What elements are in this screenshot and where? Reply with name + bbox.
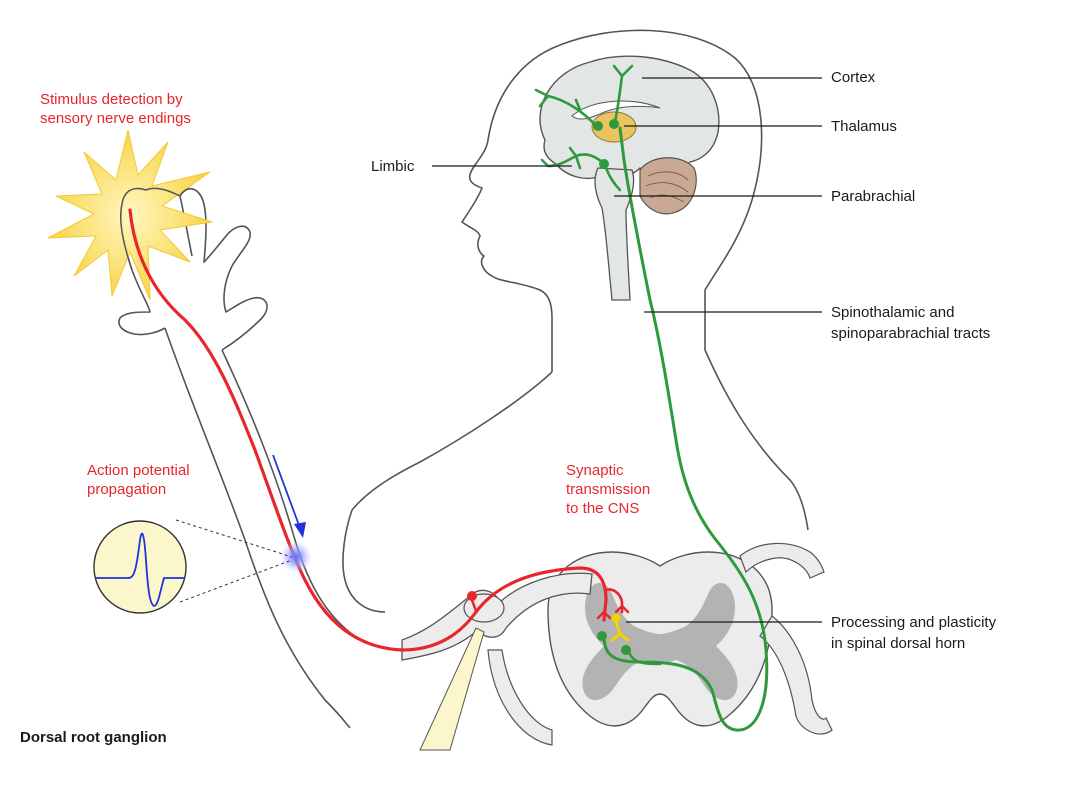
dorsal-horn-neuron-b	[621, 645, 631, 655]
ventral-root-left	[487, 649, 553, 746]
label-tracts-line2: spinoparabrachial tracts	[831, 325, 991, 342]
green-cell-bodies	[593, 119, 631, 655]
label-tracts-line1: Spinothalamic and	[831, 304, 955, 321]
propagation-arrow	[272, 454, 306, 538]
label-processing-line2: in spinal dorsal horn	[831, 635, 966, 652]
parabrachial-to-limbic	[540, 146, 606, 170]
nociceptor-central	[474, 566, 608, 622]
head-outline	[559, 29, 809, 531]
label-stimulus-line2: sensory nerve endings	[40, 110, 191, 127]
leader-lines	[432, 77, 822, 623]
label-synaptic-line1: Synaptic	[566, 462, 624, 479]
cerebellum	[639, 157, 697, 215]
label-synaptic-line3: to the CNS	[566, 500, 640, 517]
brain	[539, 55, 720, 301]
label-dorsal-root-ganglion: Dorsal root ganglion	[20, 729, 167, 746]
dorsal-horn-neuron-a	[597, 631, 607, 641]
grey-matter	[582, 583, 738, 701]
spinal-cord	[401, 542, 833, 751]
label-action-line1: Action potential	[87, 462, 190, 479]
shoulder-front	[351, 371, 553, 511]
nociceptor-terminal-a	[596, 610, 612, 620]
spinothalamic-tract	[602, 126, 769, 732]
label-limbic: Limbic	[371, 158, 415, 175]
ganglion-stem	[470, 599, 478, 613]
label-cortex: Cortex	[831, 69, 876, 86]
body-silhouette	[118, 29, 809, 729]
thalamic-neuron-a	[593, 121, 603, 131]
nociceptor-fiber	[128, 208, 630, 652]
corpus-callosum	[571, 100, 661, 120]
label-thalamus: Thalamus	[831, 118, 897, 135]
fingertips	[119, 187, 203, 271]
nociceptor-terminal-b	[614, 604, 630, 614]
label-action-line2: propagation	[87, 481, 167, 498]
label-synaptic-line2: transmission	[566, 481, 651, 498]
ventral-root-right	[759, 615, 833, 735]
label-stimulus-line1: Stimulus detection by	[40, 91, 183, 108]
face-profile	[461, 44, 561, 372]
waveform-inset	[93, 519, 293, 614]
action-potential-trace	[96, 532, 184, 607]
label-parabrachial: Parabrachial	[831, 188, 916, 205]
action-potential-glow	[280, 541, 312, 573]
interneuron	[610, 613, 630, 642]
waveform-circle	[93, 520, 187, 614]
nociceptor-branch	[604, 588, 624, 614]
parabrachial-link	[604, 166, 622, 192]
nociceptor-axon	[128, 208, 478, 652]
thalamic-neuron-b	[609, 119, 619, 129]
thalamus-branch-left	[534, 88, 600, 130]
label-processing-line1: Processing and plasticity	[831, 614, 997, 631]
ascending-tract	[534, 64, 769, 732]
forearm-lower	[164, 327, 351, 729]
parabrachial-neuron	[599, 159, 609, 169]
forearm-upper	[221, 349, 361, 641]
ganglion-cell-body	[467, 591, 477, 601]
ganglion-zoom-cone	[419, 627, 485, 751]
upper-nerve-right	[739, 542, 825, 579]
upper-arm-lower	[342, 509, 386, 613]
